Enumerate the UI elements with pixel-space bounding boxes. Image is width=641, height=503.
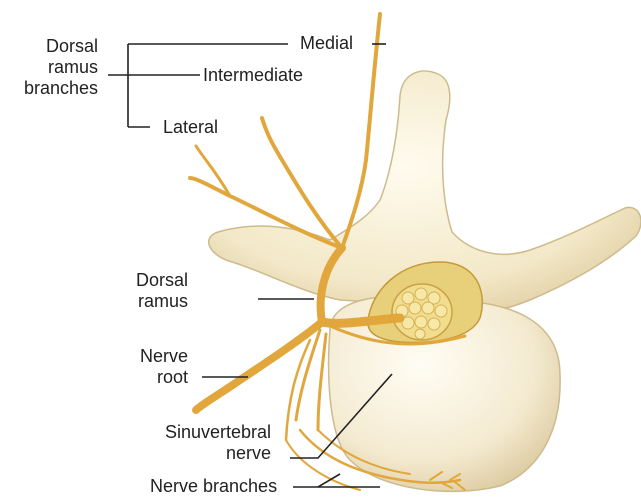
label-dorsal-ramus: Dorsal ramus — [110, 270, 188, 312]
label-dorsal-ramus-branches-line3: branches — [0, 78, 98, 99]
label-nerve-branches: Nerve branches — [150, 476, 277, 497]
nerve-root-trunk — [322, 318, 400, 323]
label-intermediate: Intermediate — [203, 65, 303, 86]
label-dorsal-ramus-line2: ramus — [110, 291, 188, 312]
label-sinuvertebral-nerve: Sinuvertebral nerve — [120, 422, 271, 464]
ventral-ramus — [196, 322, 322, 410]
label-medial: Medial — [300, 33, 353, 54]
label-nerve-root-line2: root — [110, 367, 188, 388]
label-dorsal-ramus-line1: Dorsal — [110, 270, 188, 291]
label-sinuvertebral-line2: nerve — [120, 443, 271, 464]
label-nerve-root-line1: Nerve — [110, 346, 188, 367]
label-nerve-root: Nerve root — [110, 346, 188, 388]
label-dorsal-ramus-branches: Dorsal ramus branches — [0, 36, 98, 99]
label-dorsal-ramus-branches-line2: ramus — [0, 57, 98, 78]
nerve-branch-3 — [286, 340, 310, 440]
nerve-branch-2 — [318, 334, 326, 430]
label-sinuvertebral-line1: Sinuvertebral — [120, 422, 271, 443]
label-dorsal-ramus-branches-line1: Dorsal — [0, 36, 98, 57]
label-lateral: Lateral — [163, 117, 218, 138]
